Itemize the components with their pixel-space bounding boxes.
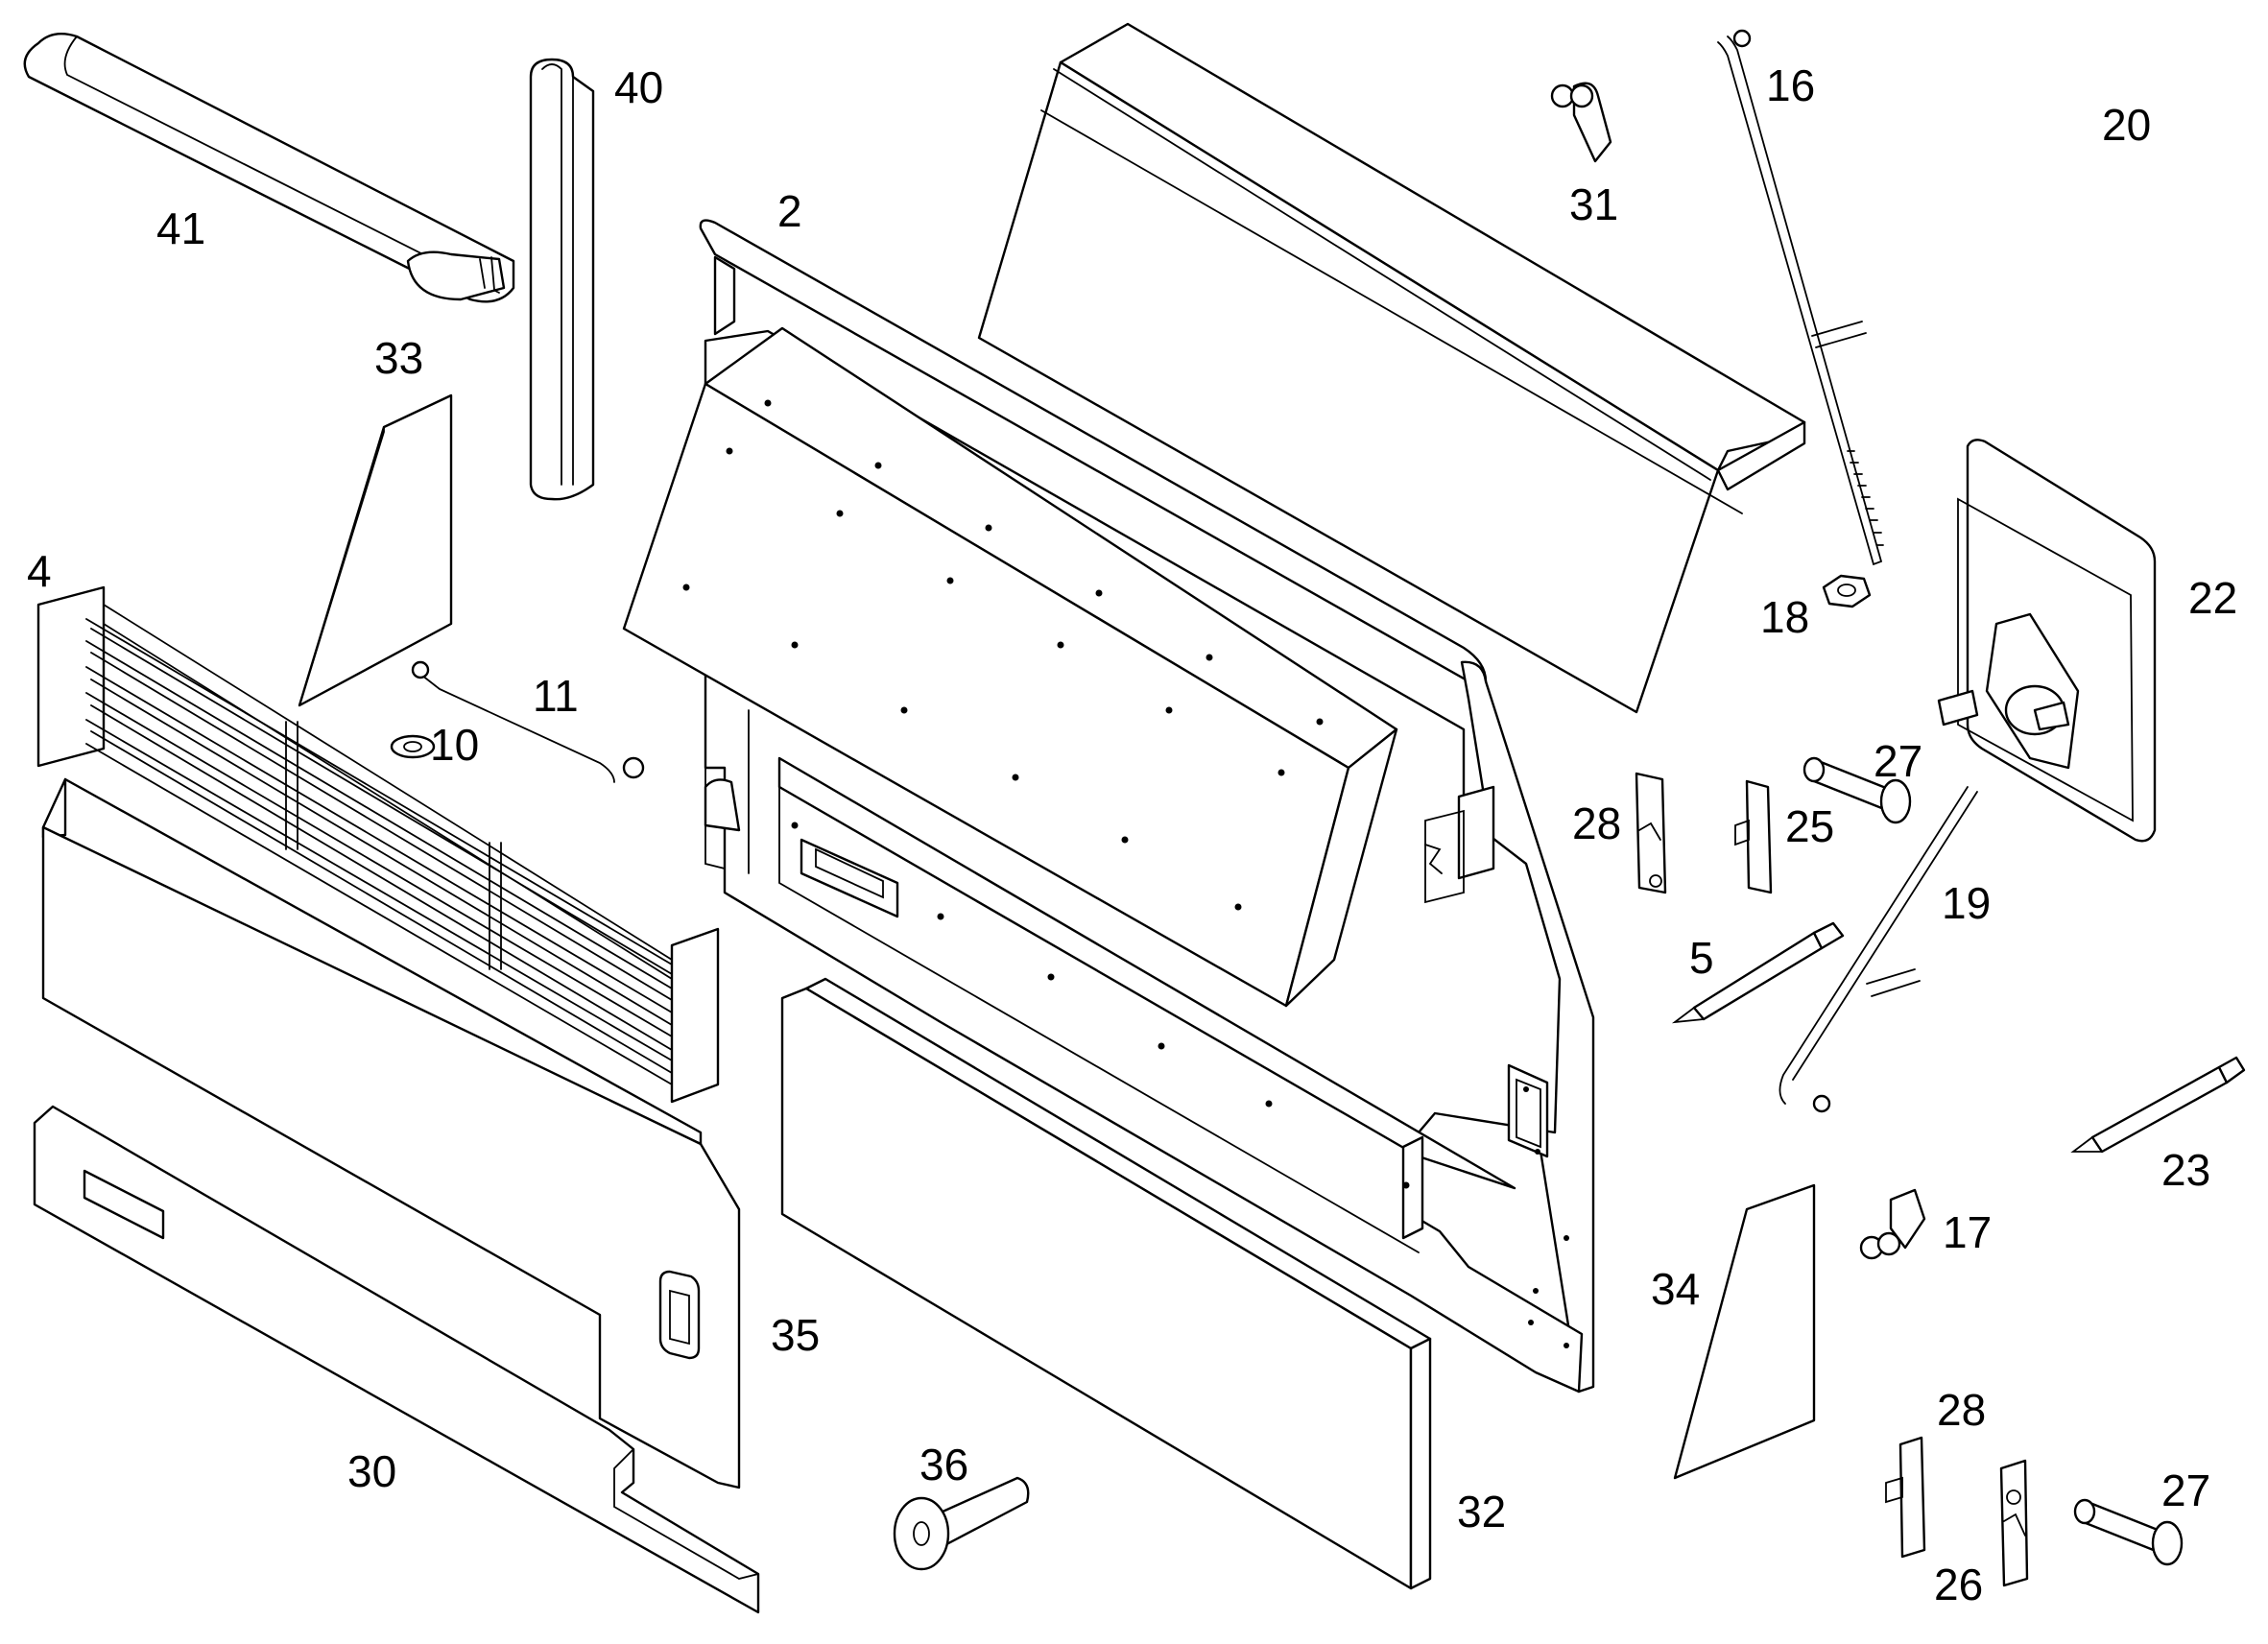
callout-27-lower: 27 [2161, 1465, 2211, 1515]
callout-41: 41 [156, 203, 206, 253]
part-32-lower-panel [780, 977, 1432, 1590]
part-27-bolt-lower [2073, 1498, 2184, 1566]
callout-22: 22 [2188, 573, 2238, 623]
part-22-mounting-plate [1937, 439, 2157, 843]
callout-35: 35 [771, 1310, 821, 1360]
part-25-hinge [1734, 779, 1773, 894]
callout-36: 36 [919, 1440, 969, 1489]
part-23-pin [2070, 1056, 2246, 1154]
part-16-threaded-rod [1717, 29, 1884, 566]
part-40-vertical-strip [529, 58, 595, 501]
part-20-clip [1550, 82, 1612, 163]
callout-33: 33 [374, 333, 424, 383]
part-36-knob [893, 1476, 1030, 1571]
part-2-hood-box [622, 326, 1410, 1189]
part-17-clip [1859, 1188, 1926, 1260]
part-30-kick-panel [33, 1105, 760, 1614]
part-27-bolt-upper [1802, 756, 1912, 824]
callout-30: 30 [347, 1446, 397, 1496]
callout-4: 4 [27, 546, 52, 596]
callout-34: 34 [1651, 1264, 1701, 1314]
part-18-nut [1822, 574, 1872, 608]
part-11-rod [411, 660, 645, 783]
callout-20: 20 [2102, 100, 2152, 150]
callout-10: 10 [430, 720, 480, 770]
callout-23: 23 [2161, 1145, 2211, 1195]
callout-28-lower: 28 [1937, 1385, 1987, 1435]
callout-28-upper: 28 [1572, 798, 1622, 848]
part-28-hinge-upper [1635, 772, 1667, 894]
part-28-hinge-lower [1885, 1436, 1926, 1559]
part-10-washer [390, 734, 436, 759]
callout-18: 18 [1760, 592, 1810, 642]
callout-2: 2 [777, 186, 802, 236]
callout-31: 31 [1569, 179, 1619, 229]
callout-19: 19 [1942, 878, 1992, 928]
part-26-hinge [1999, 1459, 2029, 1587]
callout-17: 17 [1943, 1207, 1993, 1257]
part-19-rod [1779, 786, 1978, 1113]
part-33-triangle-panel [298, 393, 453, 707]
part-31-top-cover [977, 22, 1806, 714]
part-5-pin [1671, 921, 1845, 1024]
callout-16: 16 [1766, 60, 1816, 110]
part-4-grille [36, 585, 720, 1104]
callout-11: 11 [533, 671, 579, 721]
callout-26: 26 [1934, 1560, 1984, 1609]
callout-32: 32 [1457, 1487, 1507, 1537]
part-41-profile-strip [23, 33, 515, 303]
part-34-triangle-panel [1673, 1183, 1816, 1480]
callout-40: 40 [614, 62, 664, 112]
part-35-front-panel [41, 777, 741, 1489]
callout-25: 25 [1785, 801, 1835, 851]
callout-27-upper: 27 [1874, 736, 1923, 786]
callout-5: 5 [1689, 933, 1714, 983]
